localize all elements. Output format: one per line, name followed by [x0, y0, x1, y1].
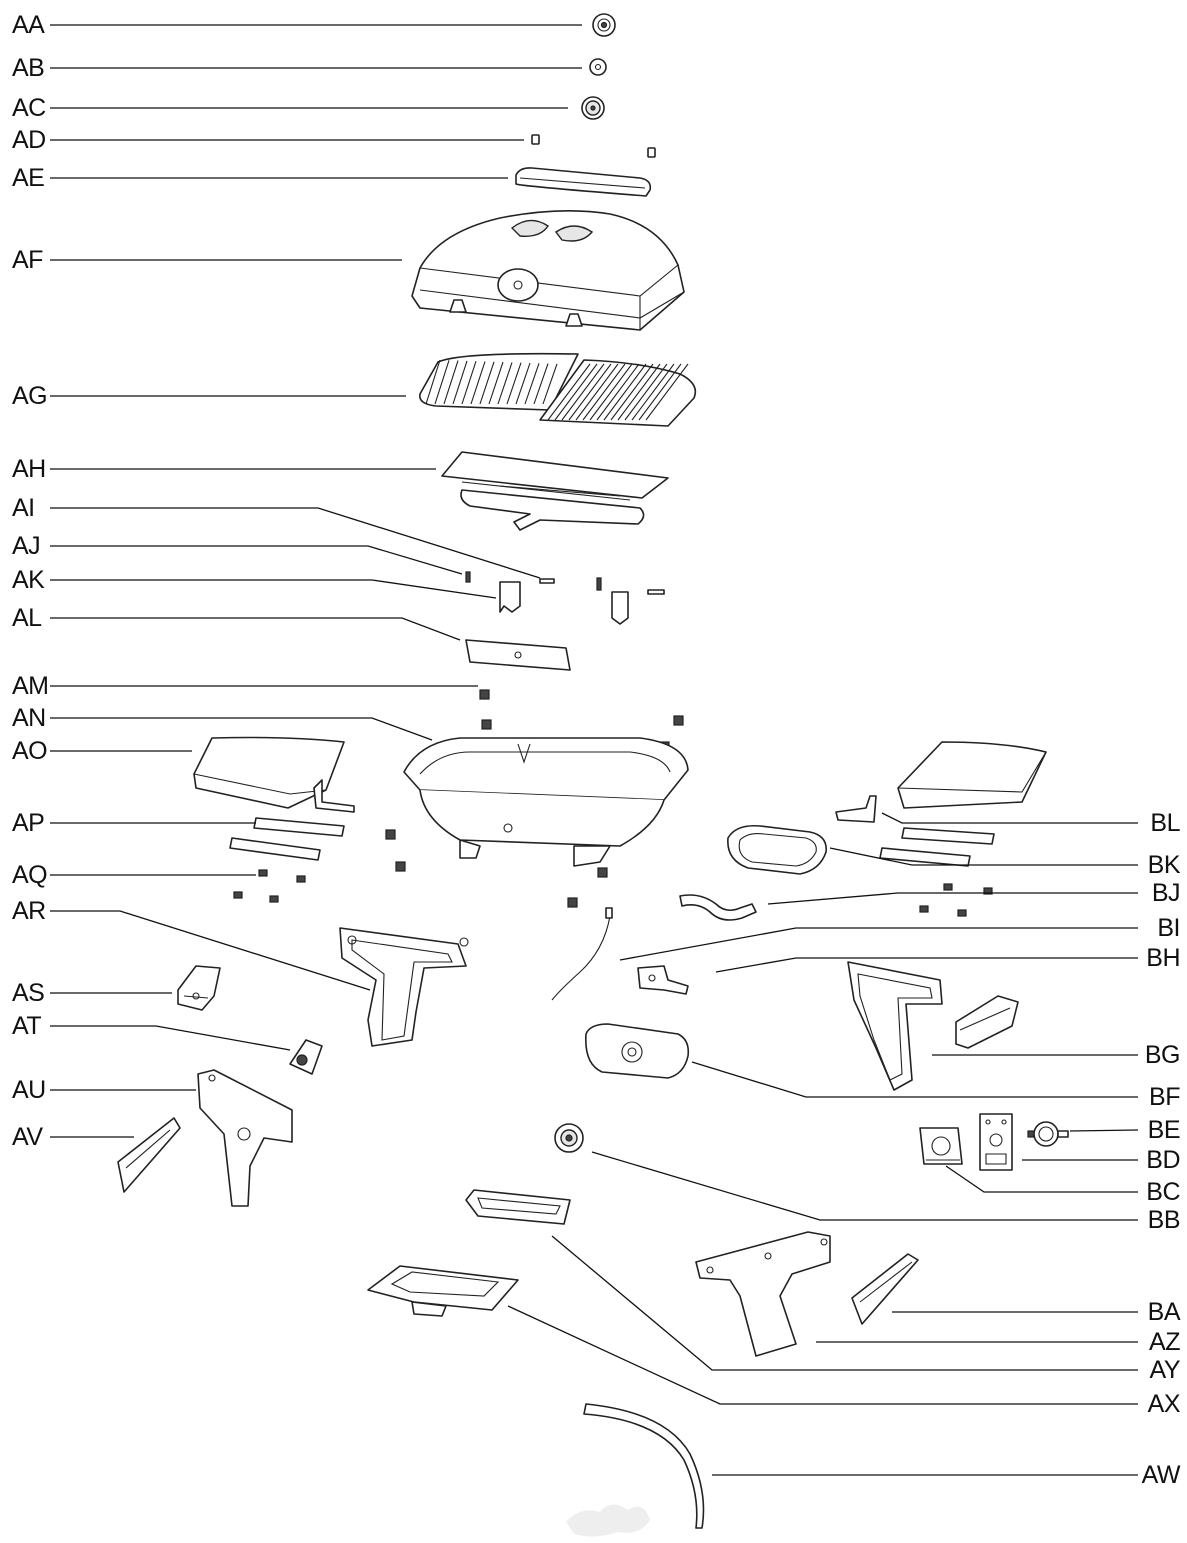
leader-line-bb — [591, 1151, 1138, 1221]
part-ap-rods-left — [229, 779, 355, 861]
leader-lines — [50, 24, 1139, 1476]
part-label-ah: AH — [12, 455, 46, 483]
part-label-be: BE — [1148, 1116, 1180, 1144]
part-label-aa: AA — [12, 11, 45, 39]
part-label-ba: BA — [1148, 1298, 1181, 1326]
watermark-mark — [566, 1504, 650, 1537]
part-label-ar: AR — [12, 897, 46, 925]
part-labels: AA AB AC AD AE AF AG AH AI AJ AK AL AM AN AO AP AQ AR AS AT… — [12, 11, 1181, 1489]
part-label-bl: BL — [1150, 809, 1180, 837]
part-an-firebox — [403, 737, 689, 867]
leader-line-bl — [881, 812, 1138, 824]
part-label-ap: AP — [12, 809, 44, 837]
part-bf-heat-plate — [585, 1023, 690, 1079]
part-label-bd: BD — [1146, 1146, 1180, 1174]
part-ad-clips — [531, 134, 656, 158]
leader-line-ay — [551, 1235, 1138, 1371]
part-aq-clips — [233, 869, 306, 903]
part-label-bi: BI — [1157, 914, 1180, 942]
part-label-bf: BF — [1149, 1083, 1180, 1111]
part-be-regulator — [1027, 1121, 1069, 1147]
part-at-control-valve — [289, 1039, 323, 1075]
part-af-lid — [411, 210, 685, 331]
part-ae-lid-handle — [515, 167, 652, 197]
leader-line-ar — [50, 910, 371, 991]
part-label-as: AS — [12, 979, 44, 1007]
part-label-ad: AD — [12, 126, 46, 154]
part-ac-thermometer — [581, 96, 605, 120]
leader-line-ai — [50, 507, 541, 579]
leader-line-at — [50, 1025, 291, 1051]
part-label-ac: AC — [12, 94, 46, 122]
part-label-az: AZ — [1149, 1328, 1180, 1356]
leader-line-bk — [829, 847, 1138, 866]
part-bb-control-knob — [554, 1123, 584, 1153]
part-bi-igniter-wire — [551, 907, 613, 1001]
part-label-aj: AJ — [12, 532, 40, 560]
part-au-leg-left — [197, 1069, 293, 1207]
leader-line-ak — [50, 579, 497, 599]
part-label-bb: BB — [1148, 1206, 1180, 1234]
part-bh-valve — [637, 965, 689, 995]
part-as-bracket — [177, 965, 221, 1011]
part-label-ae: AE — [12, 164, 44, 192]
part-aw-tube — [583, 1403, 705, 1529]
part-label-af: AF — [12, 246, 43, 274]
part-label-bj: BJ — [1152, 879, 1180, 907]
part-label-bk: BK — [1148, 851, 1181, 879]
part-label-ak: AK — [12, 566, 45, 594]
part-label-bh: BH — [1146, 944, 1180, 972]
part-ar-leg-frame-left — [339, 927, 469, 1047]
part-label-ay: AY — [1150, 1356, 1181, 1384]
part-ak-brackets — [499, 581, 629, 625]
part-label-bc: BC — [1146, 1178, 1180, 1206]
part-label-an: AN — [12, 704, 46, 732]
part-ab-washer — [589, 58, 607, 76]
part-label-ai: AI — [12, 494, 35, 522]
part-label-ax: AX — [1148, 1390, 1181, 1418]
part-ba-foot-right — [851, 1253, 919, 1325]
leader-line-bh — [715, 957, 1138, 973]
leader-line-be — [1069, 1129, 1139, 1132]
part-label-at: AT — [12, 1012, 41, 1040]
leader-line-bi — [619, 927, 1138, 961]
leader-line-an — [50, 717, 433, 741]
part-bl-side-table-right — [835, 741, 1047, 823]
leader-line-ax — [507, 1305, 1138, 1405]
part-label-ag: AG — [12, 382, 47, 410]
part-bd-mounting-plate — [979, 1113, 1013, 1171]
part-ay-drip-tray — [465, 1189, 571, 1225]
part-ag-cooking-grates — [419, 352, 697, 427]
part-bj-hose — [679, 894, 757, 921]
leader-line-bj — [767, 892, 1138, 905]
part-label-bg: BG — [1145, 1041, 1180, 1069]
leader-line-bc — [945, 1165, 1138, 1193]
part-label-ab: AB — [12, 54, 44, 82]
part-bc-bracket — [919, 1127, 963, 1165]
part-ax-drip-pan — [367, 1265, 519, 1317]
part-bk-burner-frame — [727, 824, 827, 875]
part-az-leg-right — [695, 1231, 831, 1357]
part-label-am: AM — [12, 672, 49, 700]
part-ai-aj-screws — [465, 571, 665, 595]
part-aa-knob — [592, 13, 616, 37]
part-label-al: AL — [12, 604, 42, 632]
part-label-aw: AW — [1142, 1461, 1181, 1489]
part-rods-right — [879, 827, 995, 917]
part-ah-burner — [441, 451, 669, 531]
part-drawings — [117, 13, 1069, 1537]
leader-line-al — [50, 617, 461, 641]
part-label-ao: AO — [12, 737, 47, 765]
part-label-av: AV — [12, 1123, 43, 1151]
leader-line-aj — [50, 545, 463, 575]
part-label-au: AU — [12, 1076, 46, 1104]
part-label-aq: AQ — [12, 861, 47, 889]
part-al-heat-shield — [465, 639, 571, 671]
part-bg-leg-frame-right — [847, 961, 1019, 1091]
leader-line-bf — [691, 1061, 1138, 1098]
part-av-foot-left — [117, 1117, 181, 1193]
